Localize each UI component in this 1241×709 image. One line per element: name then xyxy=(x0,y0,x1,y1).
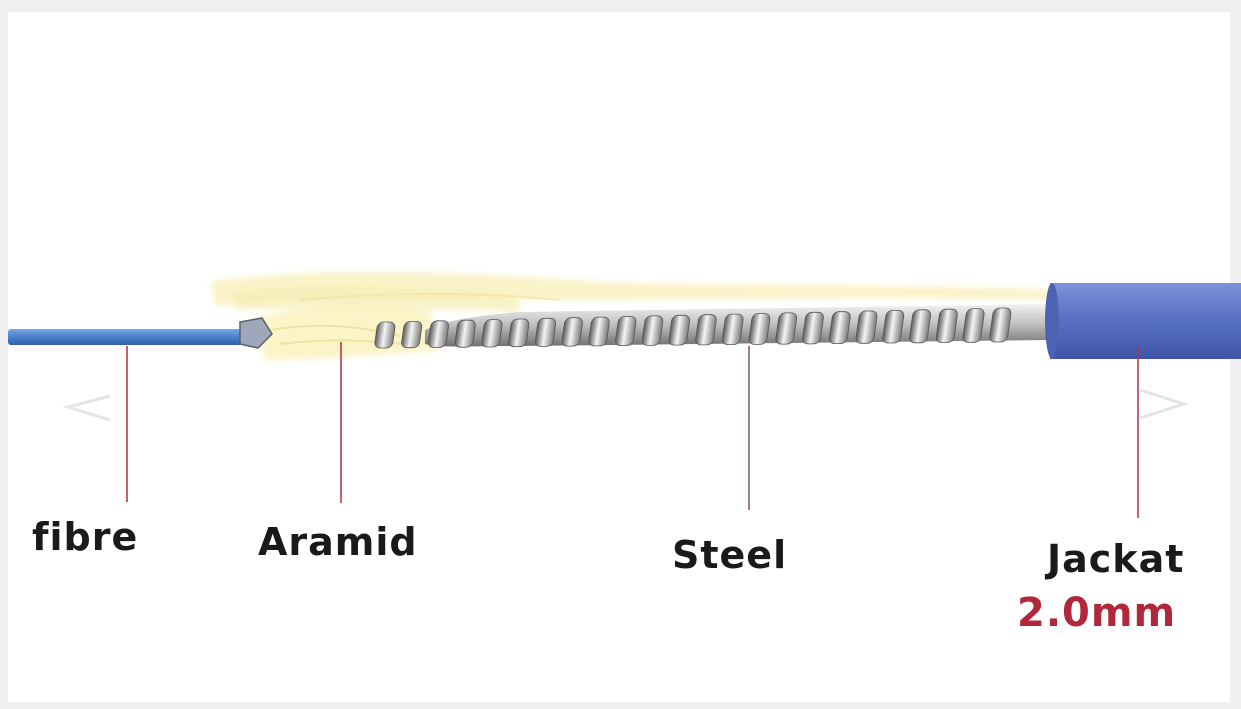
steel-coil xyxy=(454,320,476,347)
steel-coil xyxy=(615,317,637,346)
chevron-right-icon[interactable] xyxy=(1140,390,1184,418)
leader-lines xyxy=(127,342,1138,518)
chevron-left-icon[interactable] xyxy=(68,396,110,420)
steel-coil xyxy=(641,316,663,346)
label-jacket: Jackat xyxy=(1047,537,1184,581)
jacket-tube xyxy=(1045,283,1241,359)
steel-coil xyxy=(588,317,610,346)
steel-coil xyxy=(481,320,503,347)
steel-spiral-tube xyxy=(374,304,1052,348)
steel-coil xyxy=(428,321,450,348)
label-jacket-size: 2.0mm xyxy=(1017,590,1176,636)
steel-coil xyxy=(401,321,423,347)
label-steel: Steel xyxy=(672,533,787,577)
steel-coil xyxy=(561,318,583,346)
fibre-strand xyxy=(8,318,272,348)
steel-coil xyxy=(535,318,557,346)
label-fibre: fibre xyxy=(32,515,138,559)
label-aramid: Aramid xyxy=(258,520,418,564)
steel-coil xyxy=(508,319,530,347)
steel-coil xyxy=(374,322,396,348)
